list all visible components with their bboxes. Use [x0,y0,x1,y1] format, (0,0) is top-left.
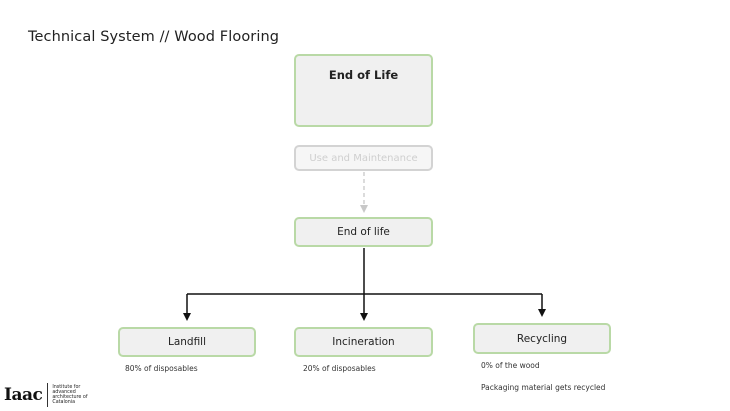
node-end-of-life-main: End of Life [294,54,433,127]
logo-mark: Iaac [4,384,43,405]
slide-title: Technical System // Wood Flooring [28,29,280,45]
node-landfill: Landfill [118,327,256,357]
node-end-of-life: End of life [294,217,433,247]
logo-divider [47,383,49,407]
note-recycling-wood: 0% of the wood [481,361,540,370]
logo-text: Institute for advanced architecture of C… [52,384,88,406]
node-use-and-maintenance: Use and Maintenance [294,145,433,171]
node-incineration: Incineration [294,327,433,357]
note-recycling-packaging: Packaging material gets recycled [481,383,606,392]
iaac-logo: Iaac Institute for advanced architecture… [4,383,94,407]
node-recycling: Recycling [473,323,611,354]
note-landfill: 80% of disposables [125,364,198,373]
note-incineration: 20% of disposables [303,364,376,373]
